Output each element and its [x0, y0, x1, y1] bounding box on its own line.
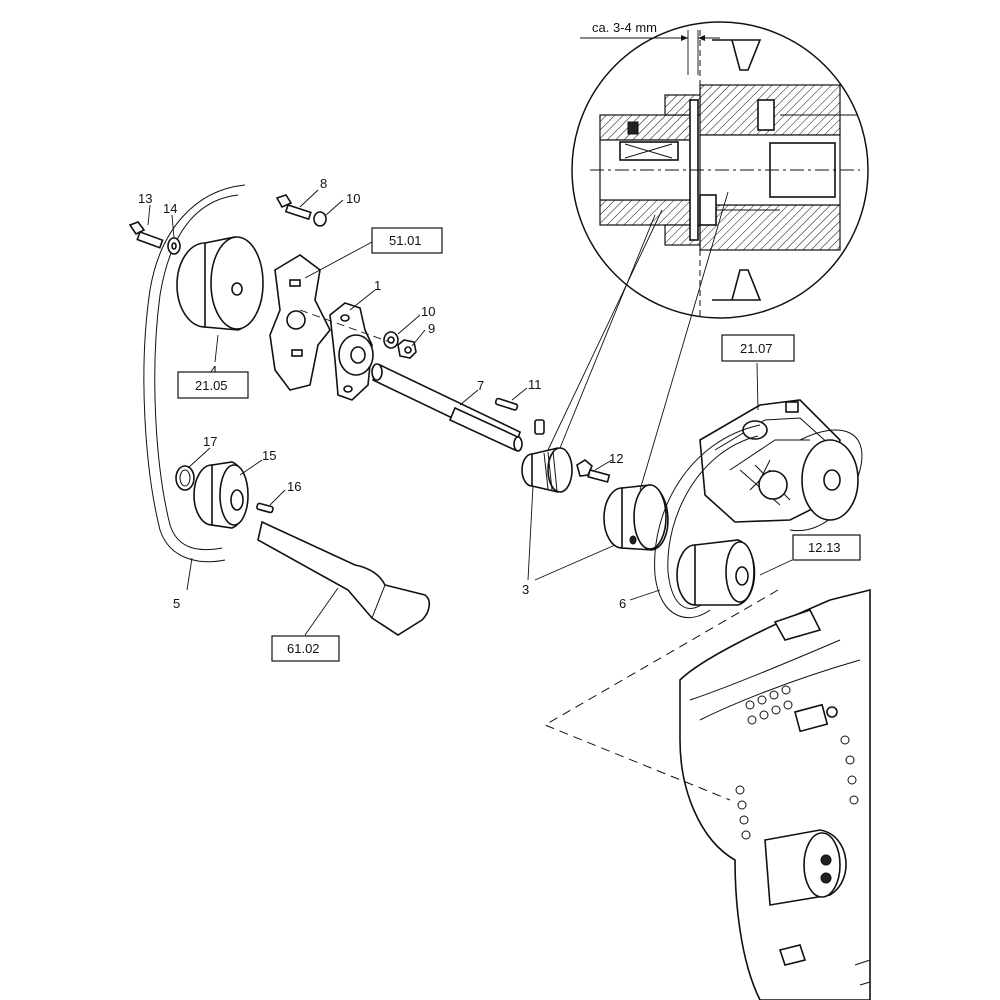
v-belt-right	[654, 424, 863, 618]
label-part-4: 4	[210, 363, 217, 378]
bolt-part-8	[275, 194, 327, 227]
label-part-11: 11	[528, 377, 542, 392]
engine-body	[679, 588, 871, 1000]
mounting-plate	[269, 254, 331, 391]
ref-51-01: 51.01	[389, 233, 422, 248]
engine-pulley	[676, 539, 756, 606]
set-screw	[534, 419, 545, 435]
bolt-part-12	[576, 459, 611, 483]
ref-61-02: 61.02	[287, 641, 320, 656]
label-part-8: 8	[320, 176, 327, 191]
dimension-note: ca. 3-4 mm	[592, 20, 657, 35]
washer-and-nut	[383, 331, 417, 359]
key-part-11	[494, 397, 519, 411]
label-part-16: 16	[287, 479, 301, 494]
label-part-10a: 10	[346, 191, 360, 206]
label-part-13: 13	[138, 191, 152, 206]
reference-box-51-01: 51.01	[371, 227, 443, 254]
label-part-10b: 10	[421, 304, 435, 319]
leader-lines	[147, 189, 793, 636]
gear-hub-part-3	[521, 447, 573, 493]
ref-21-05: 21.05	[195, 378, 228, 393]
label-part-9: 9	[428, 321, 435, 336]
reference-box-21-05: 21.05	[177, 371, 249, 399]
label-part-12: 12	[609, 451, 623, 466]
label-part-17: 17	[203, 434, 217, 449]
label-part-14: 14	[163, 201, 177, 216]
reference-box-61-02: 61.02	[271, 635, 340, 662]
tapered-shaft	[257, 520, 431, 636]
coupling-part-3	[603, 484, 669, 551]
reference-box-12-13: 12.13	[792, 534, 861, 561]
label-part-1: 1	[374, 278, 381, 293]
pulley-part-4	[176, 236, 264, 331]
axis-dashes	[299, 309, 399, 346]
detail-section-view: ca. 3-4 mm	[571, 20, 869, 319]
ref-21-07: 21.07	[740, 341, 773, 356]
part-number-labels: 13 14 8 10 1 10 9 4 7 11 12 17 15 16 5 3…	[138, 176, 626, 611]
label-part-6: 6	[619, 596, 626, 611]
label-part-7: 7	[477, 378, 484, 393]
cooling-vents	[735, 685, 859, 840]
v-belt-left	[143, 184, 246, 563]
bracket-part-1	[329, 302, 374, 401]
label-part-15: 15	[262, 448, 276, 463]
reference-box-21-07: 21.07	[721, 334, 795, 362]
shaft-part-7	[371, 363, 523, 452]
pulley-part-15	[175, 461, 249, 529]
ref-12-13: 12.13	[808, 540, 841, 555]
label-part-5: 5	[173, 596, 180, 611]
key-part-16	[256, 502, 274, 514]
label-part-3: 3	[522, 582, 529, 597]
bolt-part-13	[128, 221, 181, 255]
